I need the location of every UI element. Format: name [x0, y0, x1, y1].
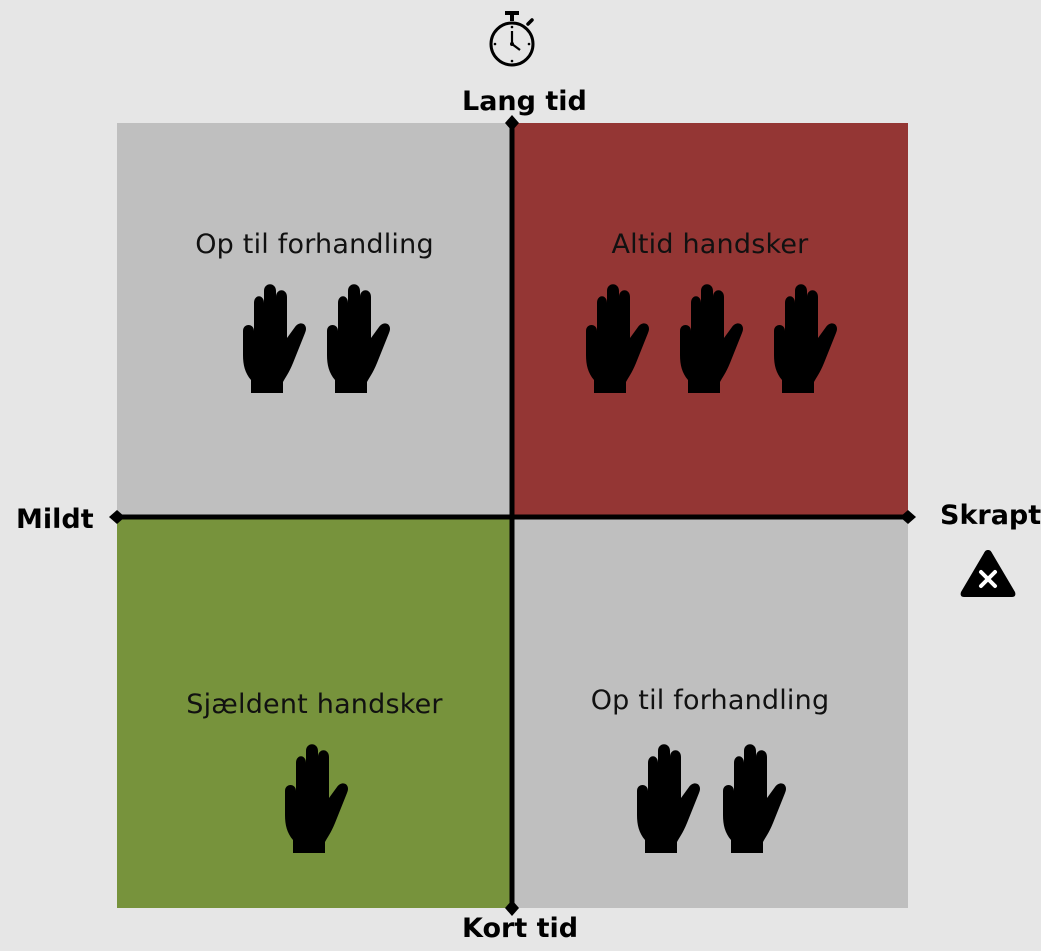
- hand-icons: [512, 283, 908, 393]
- quadrant-top-left: Op til forhandling: [117, 123, 512, 517]
- quadrant-bottom-left: Sjældent handsker: [117, 517, 512, 908]
- quadrant-label: Sjældent handsker: [186, 689, 443, 720]
- hand-icon: [317, 283, 397, 393]
- quadrant-label: Op til forhandling: [195, 229, 434, 260]
- axis-label-top: Lang tid: [462, 86, 587, 117]
- quadrant-label: Op til forhandling: [590, 685, 830, 716]
- hand-icon: [576, 283, 656, 393]
- quadrant-bottom-right: Op til forhandling: [512, 517, 908, 908]
- axis-label-bottom: Kort tid: [462, 913, 579, 944]
- hand-icon: [275, 743, 355, 853]
- hand-icons: [512, 743, 908, 853]
- axis-label-left: Mildt: [16, 504, 94, 535]
- hand-icons: [117, 743, 512, 853]
- quadrant-label: Altid handsker: [611, 229, 809, 260]
- warning-x-icon: [960, 550, 1016, 597]
- quadrant-top-right: Altid handsker: [512, 123, 908, 517]
- hand-icon: [627, 743, 707, 853]
- hand-icon: [233, 283, 313, 393]
- hand-icons: [117, 283, 512, 393]
- hand-icon: [713, 743, 793, 853]
- hand-icon: [764, 283, 844, 393]
- hand-icon: [670, 283, 750, 393]
- axis-label-right: Skrapt: [940, 500, 1041, 531]
- stopwatch-icon: [489, 11, 535, 67]
